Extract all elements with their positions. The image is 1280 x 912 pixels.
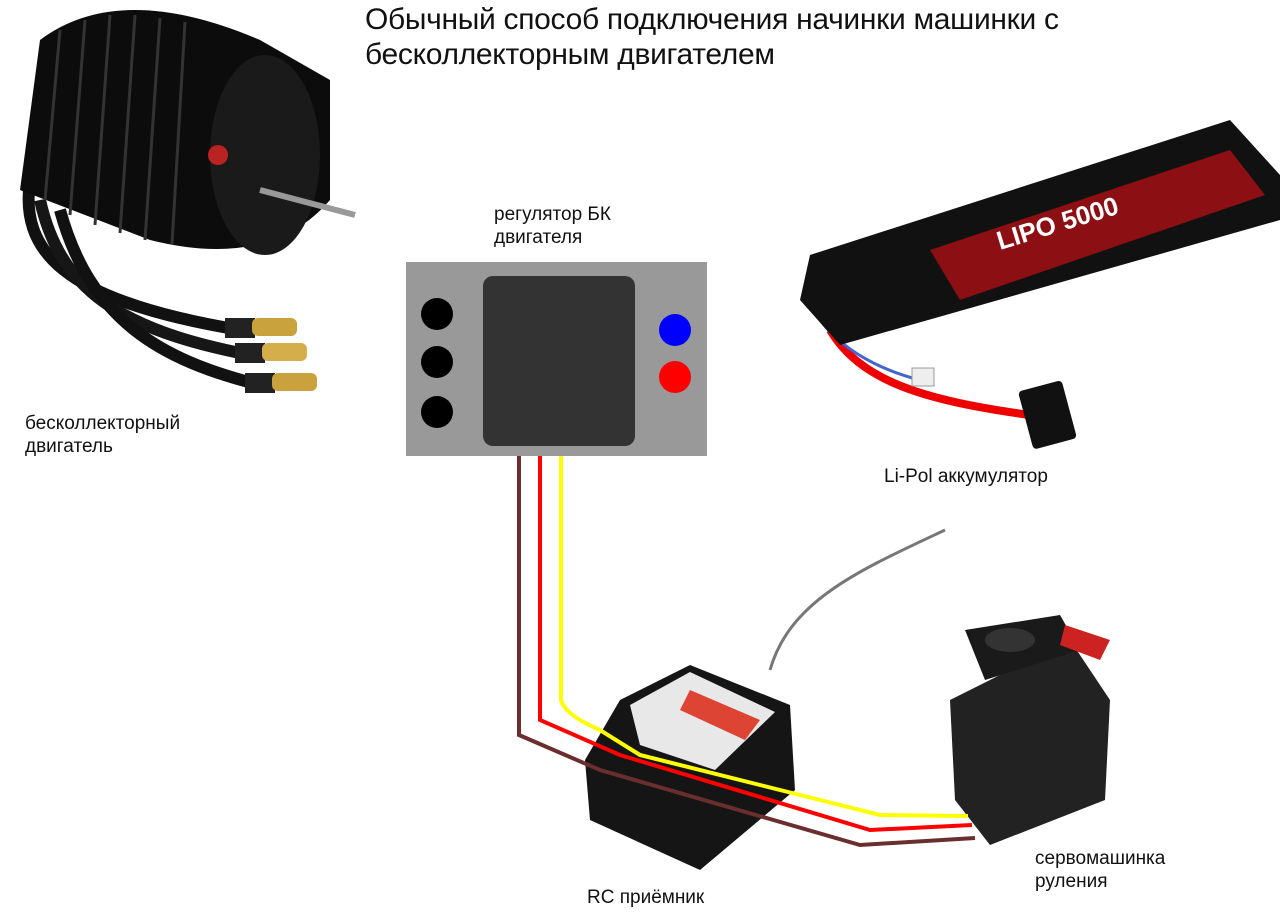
servo-image	[950, 615, 1110, 845]
lipo-battery-image: LIPO 5000	[800, 120, 1280, 449]
antenna	[768, 528, 946, 671]
motor-terminal-2	[421, 346, 453, 378]
page-title: Обычный способ подключения начинки машин…	[365, 3, 1059, 71]
receiver-label: RC приёмник	[587, 887, 705, 908]
power-negative-terminal	[659, 314, 691, 346]
power-wire	[538, 456, 973, 833]
servo-cables	[517, 456, 976, 848]
power-positive-terminal	[659, 361, 691, 393]
motor-label: бесколлекторный двигатель	[25, 413, 181, 457]
servo-label: сервомашинка руления	[1035, 848, 1166, 892]
esc-center	[483, 276, 635, 446]
esc-label: регулятор БК двигателя	[494, 204, 611, 248]
battery-label: Li-Pol аккумулятор	[884, 466, 1048, 487]
esc-block	[406, 262, 707, 456]
ground-wire	[517, 456, 976, 848]
motor-terminal-1	[421, 298, 453, 330]
signal-wire	[559, 456, 969, 818]
motor-terminal-3	[421, 396, 453, 428]
brushless-motor-image	[20, 10, 356, 393]
